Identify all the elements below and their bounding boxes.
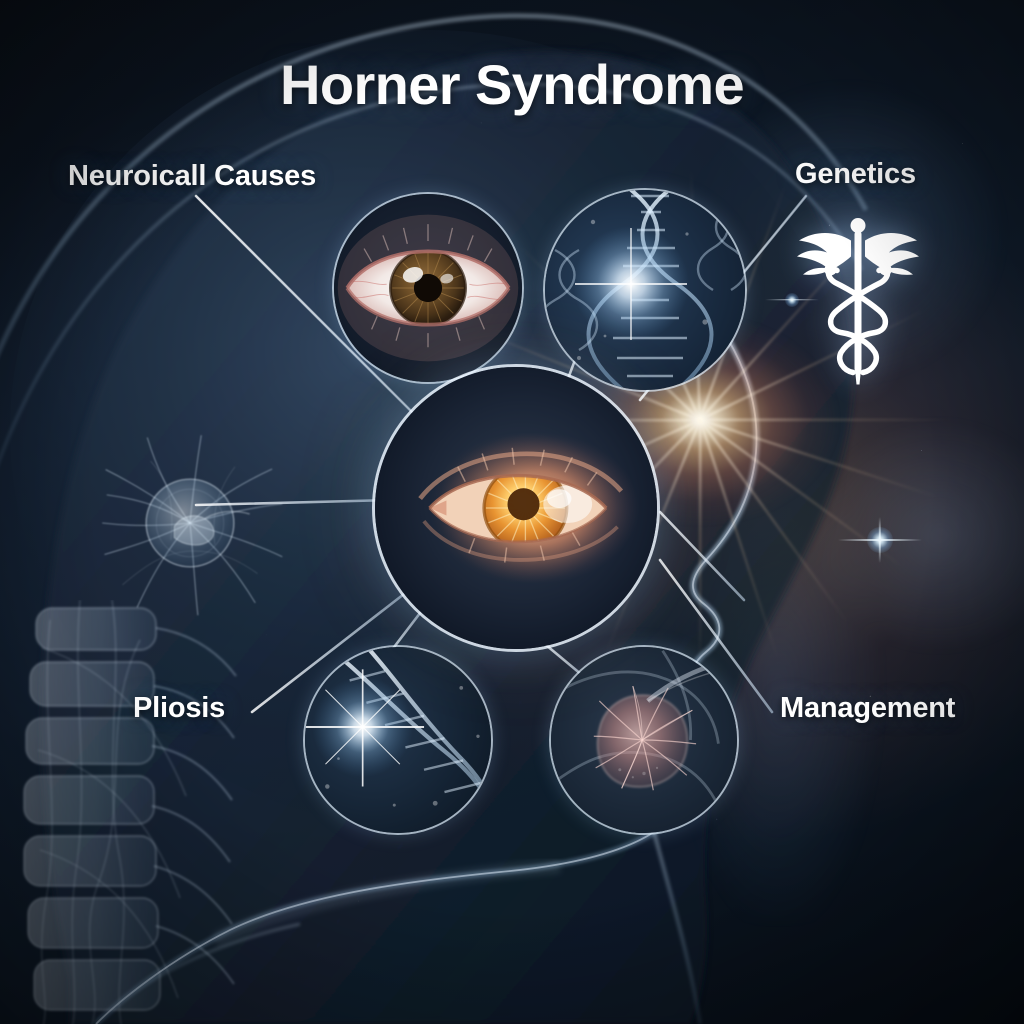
node-dna-bottom[interactable] bbox=[303, 645, 493, 835]
label-neurological-causes[interactable]: Neuroicall Causes bbox=[68, 160, 317, 192]
neuron-cell-icon bbox=[100, 433, 283, 616]
page-title: Horner Syndrome bbox=[280, 53, 745, 116]
cervical-spine-icon bbox=[0, 600, 240, 1024]
node-dna-top[interactable] bbox=[543, 188, 747, 392]
dna-helix-icon bbox=[545, 190, 745, 390]
node-central-eye[interactable] bbox=[372, 364, 660, 652]
label-genetics[interactable]: Genetics bbox=[795, 158, 916, 190]
glowing-eye-icon bbox=[375, 367, 657, 649]
nerve-anatomy-icon bbox=[551, 647, 737, 833]
caduceus-icon bbox=[793, 213, 923, 388]
label-management[interactable]: Management bbox=[780, 692, 956, 724]
node-eye-closeup[interactable] bbox=[332, 192, 524, 384]
eye-closeup-icon bbox=[334, 194, 522, 382]
dna-helix-icon bbox=[305, 647, 491, 833]
node-nerve-anatomy[interactable] bbox=[549, 645, 739, 835]
label-ptosis[interactable]: Pliosis bbox=[133, 692, 226, 724]
